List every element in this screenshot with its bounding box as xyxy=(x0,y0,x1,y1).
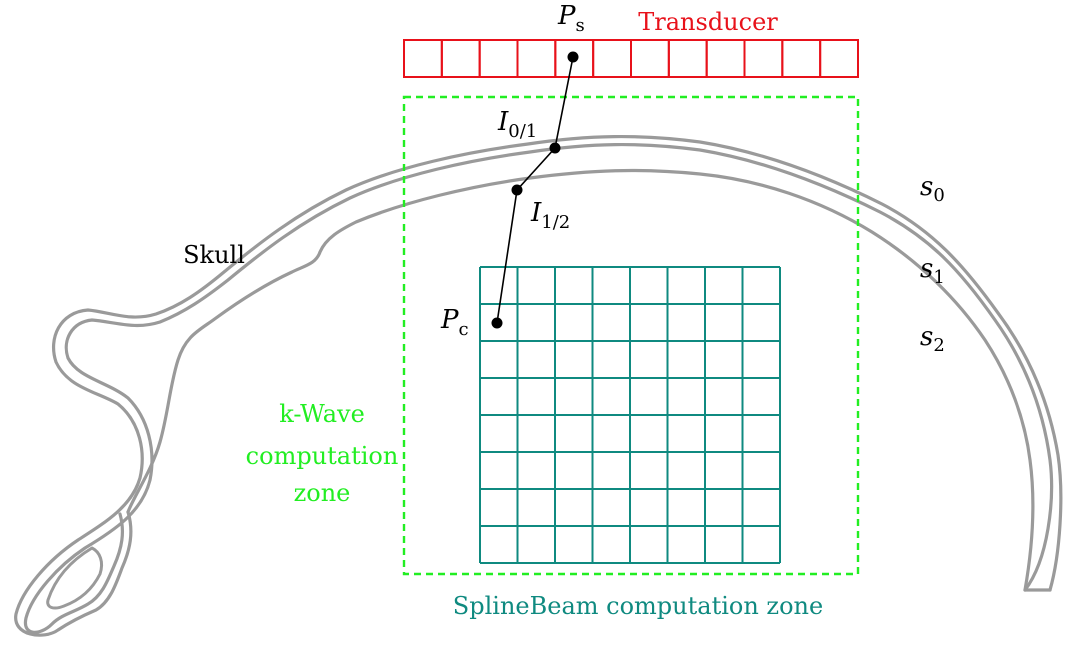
splinebeam-grid xyxy=(479,266,781,564)
transducer-element xyxy=(667,39,708,78)
kwave-label-line3: zone xyxy=(294,479,351,507)
transducer-label: Transducer xyxy=(638,8,778,36)
kwave-zone-box xyxy=(402,95,860,576)
point-i01 xyxy=(549,142,561,154)
label-i01: I0/1 xyxy=(497,107,537,142)
label-i12: I1/2 xyxy=(530,198,570,233)
label-s0: s0 xyxy=(920,172,945,206)
transducer-element xyxy=(478,39,519,78)
transducer-element xyxy=(592,39,632,78)
transducer-array xyxy=(403,39,859,78)
point-ps xyxy=(567,51,579,63)
transducer-element xyxy=(516,39,557,78)
ray-path xyxy=(496,56,574,324)
kwave-label-line2: computation xyxy=(246,442,399,470)
skull-label: Skull xyxy=(183,241,245,269)
label-s1: s1 xyxy=(920,254,945,288)
transducer-element xyxy=(630,39,670,78)
label-pc: Pc xyxy=(440,305,469,340)
point-pc xyxy=(491,317,503,329)
transducer-element xyxy=(440,39,481,78)
transducer-element xyxy=(819,39,859,78)
transducer-element xyxy=(743,39,784,78)
kwave-label-line1: k-Wave xyxy=(279,400,365,428)
transducer-element xyxy=(403,39,443,78)
splinebeam-label: SplineBeam computation zone xyxy=(453,592,823,620)
transducer-element xyxy=(781,39,822,78)
point-i12 xyxy=(511,184,523,196)
label-s2: s2 xyxy=(920,322,945,356)
transducer-element xyxy=(705,39,746,78)
skull-outline xyxy=(14,134,1063,637)
label-ps: Ps xyxy=(557,1,585,36)
